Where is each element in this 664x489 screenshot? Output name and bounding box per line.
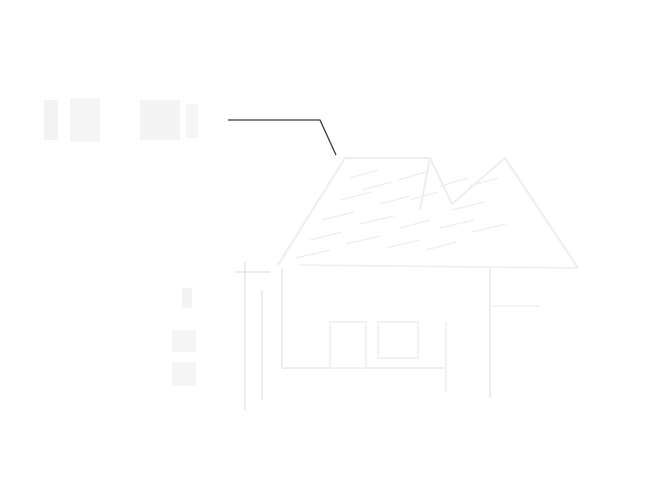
roof-outline — [277, 156, 579, 269]
roof-shingles — [295, 169, 507, 259]
ghost-label-left-marks — [172, 288, 196, 386]
ghost-label-top-marks — [44, 98, 198, 142]
roof — [277, 156, 579, 269]
roof-valley — [419, 157, 431, 211]
door — [329, 321, 367, 369]
height-dimension — [235, 262, 270, 410]
house-body — [281, 268, 540, 398]
eave-line — [299, 264, 579, 269]
roof-pointer-line — [228, 119, 337, 156]
window — [377, 321, 419, 359]
